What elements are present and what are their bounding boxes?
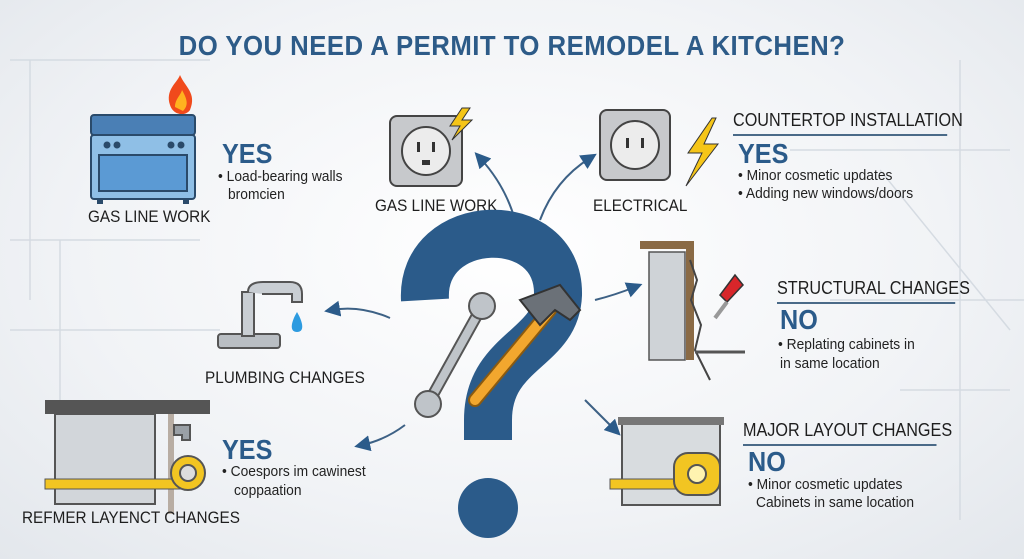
countertop-answer: YES [738,138,789,169]
layout-left-bullet-2: coppaation [234,482,302,499]
arrow-plumbing [324,300,391,319]
stove-label: GAS LINE WORK [88,207,211,226]
stove-icon [90,75,196,204]
major-layout-heading: MAJOR LAYOUT CHANGES [743,420,952,446]
plumbing-label: PLUMBING CHANGES [205,368,365,387]
layout-left-answer: YES [222,434,273,465]
countertop-bullet-2: • Adding new windows/doors [738,185,914,202]
countertop-heading: COUNTERTOP INSTALLATION [733,110,963,136]
layout-left-bullet-1: • Coespors im cawinest [222,463,366,480]
major-layout-bullet-2: Cabinets in same location [756,494,915,511]
electrical-label: ELECTRICAL [593,196,688,215]
arrow-major [584,399,621,436]
stove-answer: YES [222,138,273,169]
counter-icon [44,400,210,514]
wrench-hammer-icon [414,283,582,418]
stove-bullet-1: • Load-bearing walls [218,168,343,185]
arrow-electrical [539,153,597,221]
electrical-outlet-icon [599,109,720,187]
major-layout-answer: NO [748,446,786,477]
arrow-layout [354,424,406,452]
structural-answer: NO [780,304,818,335]
countertop-bullet-1: • Minor cosmetic updates [738,167,893,184]
major-layout-bullet-1: • Minor cosmetic updates [748,476,903,493]
faucet-icon [217,281,303,349]
layout-left-label: REFMER LAYENCT CHANGES [22,508,240,527]
structural-bullet-1: • Replating cabinets in [778,336,915,353]
arrow-structural [594,282,643,301]
stove-bullet-2: bromcien [228,186,285,203]
cracked-wall-icon [640,241,745,381]
page-title: DO YOU NEED A PERMIT TO REMODEL A KITCHE… [178,30,846,61]
tape-measure-icon [609,417,724,506]
structural-bullet-2: in same location [780,355,880,372]
structural-heading: STRUCTURAL CHANGES [777,278,970,304]
outlet-icon [389,107,474,187]
gas-outlet-label: GAS LINE WORK [375,196,498,215]
